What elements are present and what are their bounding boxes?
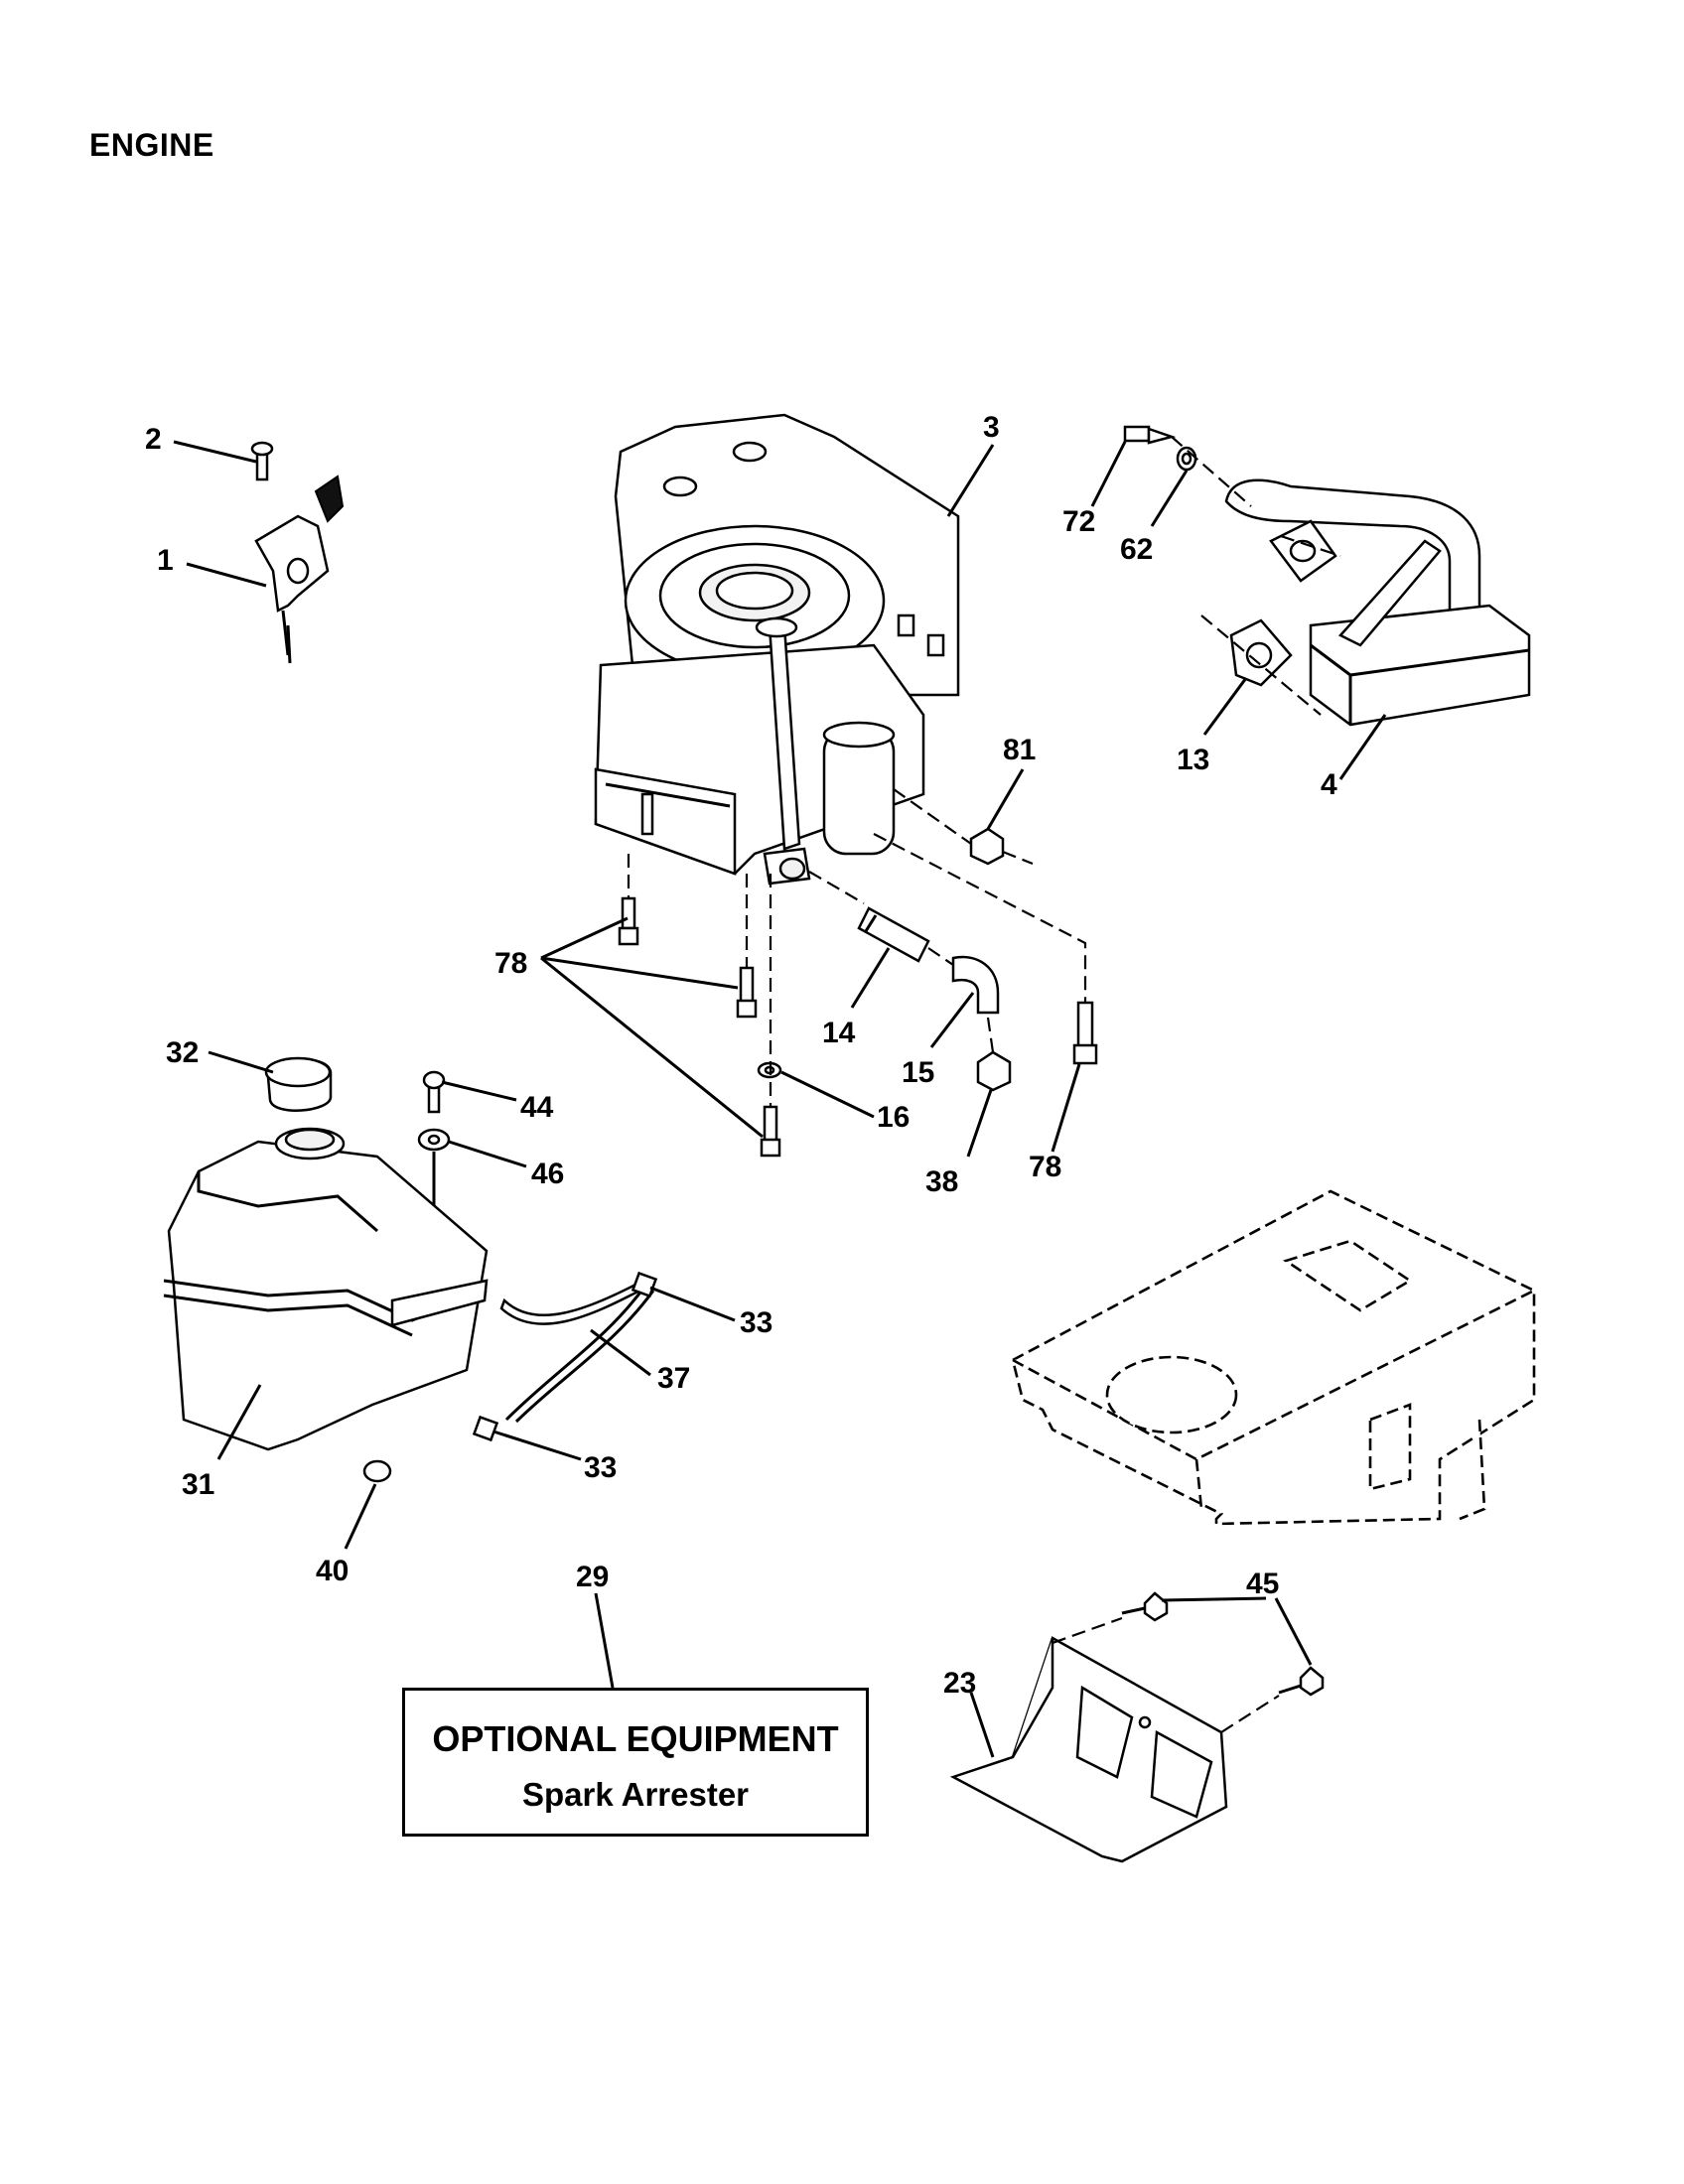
nut-81 bbox=[893, 788, 1034, 866]
heat-shield-parts bbox=[949, 1591, 1325, 1863]
callout-15: 15 bbox=[902, 1056, 934, 1089]
callout-14: 14 bbox=[822, 1017, 856, 1049]
callout-81: 81 bbox=[1003, 734, 1036, 766]
fuel-tank-assembly bbox=[163, 1056, 489, 1483]
oil-drain-parts bbox=[808, 871, 1012, 1092]
optional-equipment-title: OPTIONAL EQUIPMENT bbox=[432, 1718, 839, 1759]
callout-29: 29 bbox=[576, 1561, 609, 1593]
callout-78-right: 78 bbox=[1029, 1151, 1061, 1183]
callout-46: 46 bbox=[531, 1158, 564, 1190]
callout-33-top: 33 bbox=[740, 1306, 772, 1339]
callout-33-bottom: 33 bbox=[584, 1451, 617, 1484]
callout-13: 13 bbox=[1177, 744, 1209, 776]
callout-31: 31 bbox=[182, 1468, 214, 1501]
callout-32: 32 bbox=[166, 1036, 199, 1069]
callout-62: 62 bbox=[1120, 533, 1153, 566]
callout-45: 45 bbox=[1246, 1568, 1279, 1600]
optional-equipment-box: OPTIONAL EQUIPMENT Spark Arrester bbox=[402, 1688, 869, 1837]
callout-leaders bbox=[173, 440, 1387, 1758]
callout-16: 16 bbox=[877, 1101, 910, 1134]
callout-3: 3 bbox=[983, 411, 1000, 444]
mounting-bolts bbox=[618, 833, 1098, 1158]
callout-4: 4 bbox=[1321, 768, 1337, 801]
chassis-frame bbox=[1011, 1189, 1536, 1526]
callout-44: 44 bbox=[520, 1091, 554, 1124]
callout-37: 37 bbox=[657, 1362, 690, 1395]
callout-40: 40 bbox=[316, 1555, 349, 1587]
muffler-assembly bbox=[1123, 425, 1531, 727]
callout-72: 72 bbox=[1062, 505, 1095, 538]
engine-assembly bbox=[594, 413, 960, 886]
callout-23: 23 bbox=[943, 1667, 976, 1700]
callout-1: 1 bbox=[157, 544, 174, 577]
callout-38: 38 bbox=[925, 1165, 958, 1198]
callout-78-left: 78 bbox=[494, 947, 527, 980]
optional-equipment-subtitle: Spark Arrester bbox=[521, 1776, 750, 1813]
callout-numbers: 2 1 3 72 62 13 4 81 78 14 15 16 38 78 32… bbox=[145, 411, 1337, 1700]
throttle-control bbox=[250, 441, 345, 664]
fuel-hose-parts bbox=[472, 1271, 658, 1442]
callout-2: 2 bbox=[145, 423, 162, 456]
page-title: ENGINE bbox=[89, 127, 214, 163]
